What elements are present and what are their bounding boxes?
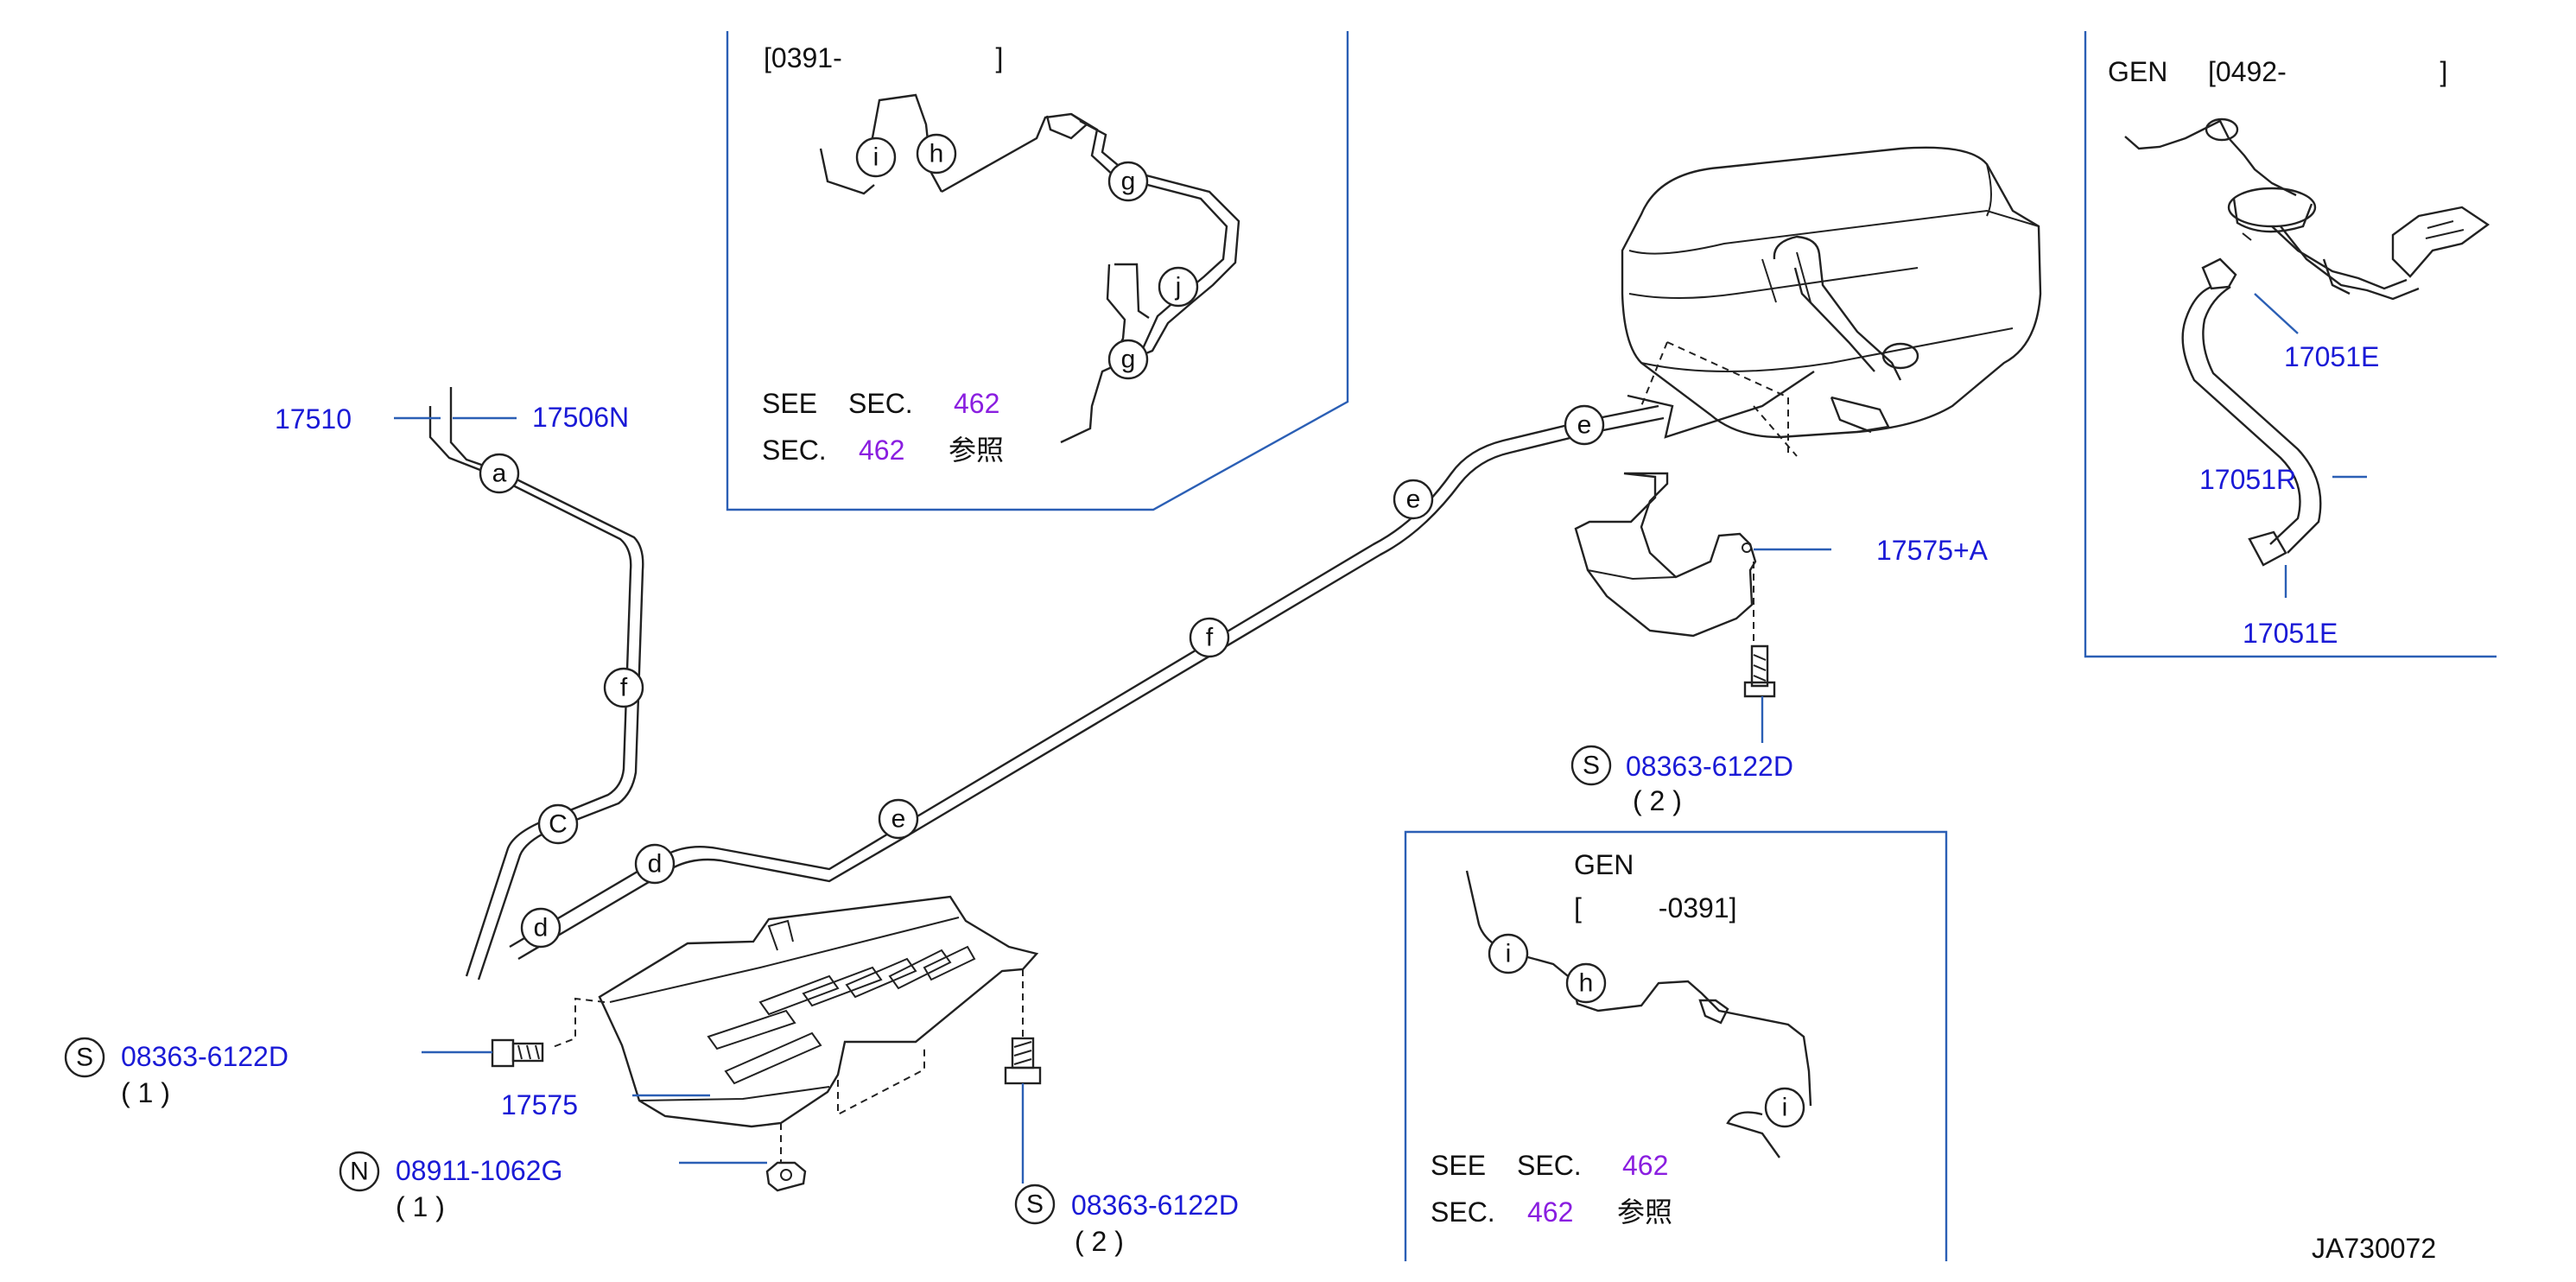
callout-inset-bottom-h: h (1565, 962, 1607, 1004)
label-17051e-bottom[interactable]: 17051E (2243, 618, 2338, 649)
svg-text:S: S (1583, 752, 1600, 780)
leaders (394, 293, 2367, 1184)
fuel-tank (1621, 146, 2042, 458)
callout-f-2: f (1189, 617, 1230, 658)
callout-f-1: f (603, 667, 644, 708)
inset-bottom-lines (1465, 870, 1812, 1158)
inset-bottom-sec: SEC. (1517, 1150, 1582, 1181)
label-08363-left[interactable]: 08363-6122D (121, 1041, 289, 1072)
label-17506n[interactable]: 17506N (532, 402, 629, 433)
svg-text:S: S (76, 1044, 93, 1072)
svg-text:C: C (549, 810, 568, 839)
fuel-line-left (428, 387, 644, 981)
callout-e-1: e (878, 798, 919, 840)
svg-text:f: f (620, 674, 628, 702)
svg-text:j: j (1175, 273, 1182, 301)
svg-text:a: a (492, 460, 507, 488)
svg-text:e: e (891, 805, 906, 834)
inset-bottom-sec-2: SEC. (1431, 1196, 1495, 1228)
inset-bottom-ref: 参照 (1617, 1196, 1672, 1228)
inset-right-bracket: [0492- ] (2208, 56, 2447, 87)
inset-bottom-sec-link[interactable]: 462 (1622, 1150, 1668, 1181)
svg-text:h: h (930, 140, 944, 168)
svg-text:g: g (1121, 346, 1136, 374)
heat-shield-slots (707, 945, 976, 1085)
callout-e-3: e (1564, 404, 1605, 446)
label-17575[interactable]: 17575 (501, 1089, 578, 1120)
inset-top-lines (819, 93, 1240, 444)
heat-shield-17575 (552, 895, 1039, 1163)
inset-right-frame (2084, 31, 2497, 658)
callout-inset-top-g-2: g (1107, 339, 1149, 380)
svg-text:f: f (1206, 624, 1214, 652)
inset-right-gen: GEN (2108, 56, 2167, 87)
label-17575a[interactable]: 17575+A (1876, 535, 1989, 566)
inset-bottom-gen: GEN (1574, 849, 1634, 880)
symbol-s-bottom: S (1014, 1184, 1056, 1225)
callout-c: C (537, 803, 579, 845)
label-17510[interactable]: 17510 (275, 403, 352, 435)
label-17051r[interactable]: 17051R (2199, 464, 2296, 495)
label-08363-bottom[interactable]: 08363-6122D (1071, 1190, 1239, 1221)
qty-right: ( 2 ) (1633, 785, 1682, 816)
inset-top-frame (726, 31, 1349, 511)
svg-text:g: g (1121, 168, 1136, 196)
svg-text:e: e (1406, 486, 1421, 514)
figure-id: JA730072 (2312, 1233, 2436, 1264)
label-17051e-top[interactable]: 17051E (2284, 341, 2379, 372)
svg-text:e: e (1577, 411, 1592, 440)
callout-inset-top-g-1: g (1107, 161, 1149, 202)
svg-text:d: d (534, 914, 549, 942)
callout-inset-top-h: h (916, 133, 957, 175)
svg-text:i: i (1782, 1094, 1788, 1122)
callout-d-2: d (520, 907, 562, 949)
callout-d-1: d (634, 843, 676, 885)
inset-top-ref: 参照 (949, 435, 1004, 466)
inset-bottom-sec-link-2[interactable]: 462 (1527, 1196, 1573, 1228)
fuel-pump-module (2124, 117, 2490, 567)
symbol-s-left: S (64, 1037, 105, 1078)
svg-text:i: i (1506, 940, 1512, 968)
callout-a: a (479, 453, 520, 494)
inset-top-sec-2: SEC. (762, 435, 827, 466)
callout-inset-top-j: j (1158, 266, 1199, 308)
label-08911[interactable]: 08911-1062G (396, 1155, 562, 1186)
callout-inset-bottom-i-2: i (1764, 1087, 1805, 1128)
inset-top-sec: SEC. (848, 388, 913, 419)
callout-inset-top-i: i (855, 136, 897, 178)
label-08363-right[interactable]: 08363-6122D (1626, 751, 1793, 782)
qty-left: ( 1 ) (121, 1077, 170, 1108)
inset-top-bracket: [0391- ] (764, 42, 1003, 73)
svg-text:i: i (873, 143, 879, 172)
callout-inset-bottom-i-1: i (1488, 933, 1529, 974)
qty-bottom: ( 2 ) (1075, 1226, 1124, 1257)
fuel-line-main (509, 404, 1665, 961)
inset-bottom-bracket: [ -0391] (1574, 892, 1737, 923)
inset-top-sec-link-2[interactable]: 462 (859, 435, 904, 466)
nut (765, 1161, 807, 1192)
qty-nut: ( 1 ) (396, 1191, 445, 1222)
svg-text:h: h (1579, 969, 1594, 998)
svg-text:S: S (1026, 1190, 1044, 1219)
svg-text:d: d (648, 850, 663, 879)
inset-bottom-frame (1404, 830, 1948, 1261)
symbol-n: N (339, 1151, 380, 1192)
bolt-left (491, 1038, 544, 1068)
inset-top-sec-link[interactable]: 462 (954, 388, 999, 419)
bolt-right (1004, 1037, 1042, 1085)
svg-text:N: N (350, 1158, 369, 1186)
callout-e-2: e (1393, 479, 1434, 520)
inset-top-see: SEE (762, 388, 817, 419)
inset-bottom-see: SEE (1431, 1150, 1486, 1181)
symbol-s-right: S (1570, 745, 1612, 786)
bracket-17575a (1574, 472, 1776, 698)
